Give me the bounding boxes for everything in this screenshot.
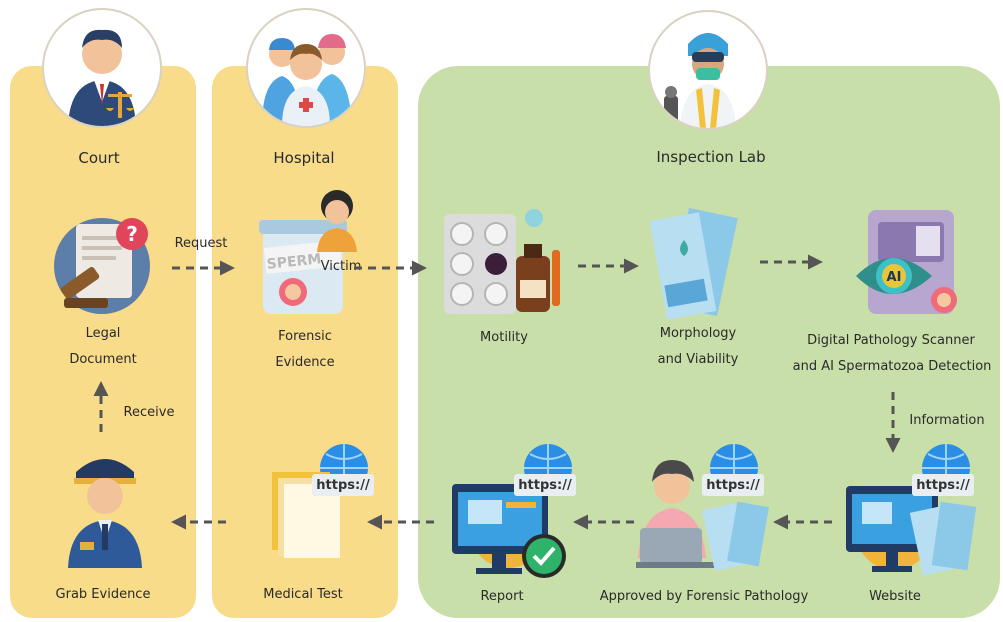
judge-avatar: [42, 8, 162, 128]
hospital-title: Hospital: [273, 149, 335, 167]
forensic-evidence-icon: [259, 190, 357, 314]
approved-label: Approved by Forensic Pathology: [599, 589, 809, 604]
ai-badge: AI: [886, 270, 902, 285]
morphology-slides-icon: [649, 207, 738, 320]
legal-document-icon: ?: [54, 218, 150, 314]
report-label: Report: [480, 589, 524, 604]
medical-test-url-bar: [312, 474, 374, 496]
scanner-label-line1: Digital Pathology Scanner: [807, 333, 975, 348]
inspection-lab-title: Inspection Lab: [656, 148, 766, 166]
approved-https-label: https://: [706, 478, 760, 493]
lab-technician-icon: [664, 33, 736, 128]
website-https-label: https://: [916, 478, 970, 493]
motility-label: Motility: [480, 330, 528, 345]
victim-label: Victim: [320, 259, 362, 274]
svg-text:?: ?: [126, 222, 138, 246]
information-edge-label: Information: [909, 413, 985, 428]
judge-icon: [68, 29, 136, 126]
court-title: Court: [78, 149, 120, 167]
report-https-label: https://: [518, 478, 572, 493]
medical-test-https-label: https://: [316, 478, 370, 493]
website-icon: [846, 444, 977, 576]
medical-staff-avatar: [246, 8, 366, 128]
scanner-label-line2: and AI Spermatozoa Detection: [792, 359, 992, 374]
report-url-bar: [514, 474, 576, 496]
approved-url-bar: [702, 474, 764, 496]
medical-staff-icon: [262, 34, 352, 126]
lab-technician-avatar: [648, 10, 768, 130]
website-label: Website: [869, 589, 921, 604]
receive-edge-label: Receive: [123, 405, 175, 420]
website-url-bar: [912, 474, 974, 496]
grab-evidence-label: Grab Evidence: [55, 587, 151, 602]
morphology-label-line2: and Viability: [657, 352, 739, 367]
legal-document-label-line1: Legal: [85, 326, 121, 341]
forensic-evidence-label-line2: Evidence: [275, 355, 335, 370]
forensic-evidence-label-line1: Forensic: [278, 329, 332, 344]
pathology-scanner-icon: [856, 210, 957, 314]
police-officer-icon: [68, 459, 142, 568]
morphology-label-line1: Morphology: [659, 326, 737, 341]
motility-icon: [444, 209, 560, 314]
medical-test-label: Medical Test: [263, 587, 343, 602]
legal-document-label-line2: Document: [69, 352, 137, 367]
request-edge-label: Request: [174, 236, 228, 251]
